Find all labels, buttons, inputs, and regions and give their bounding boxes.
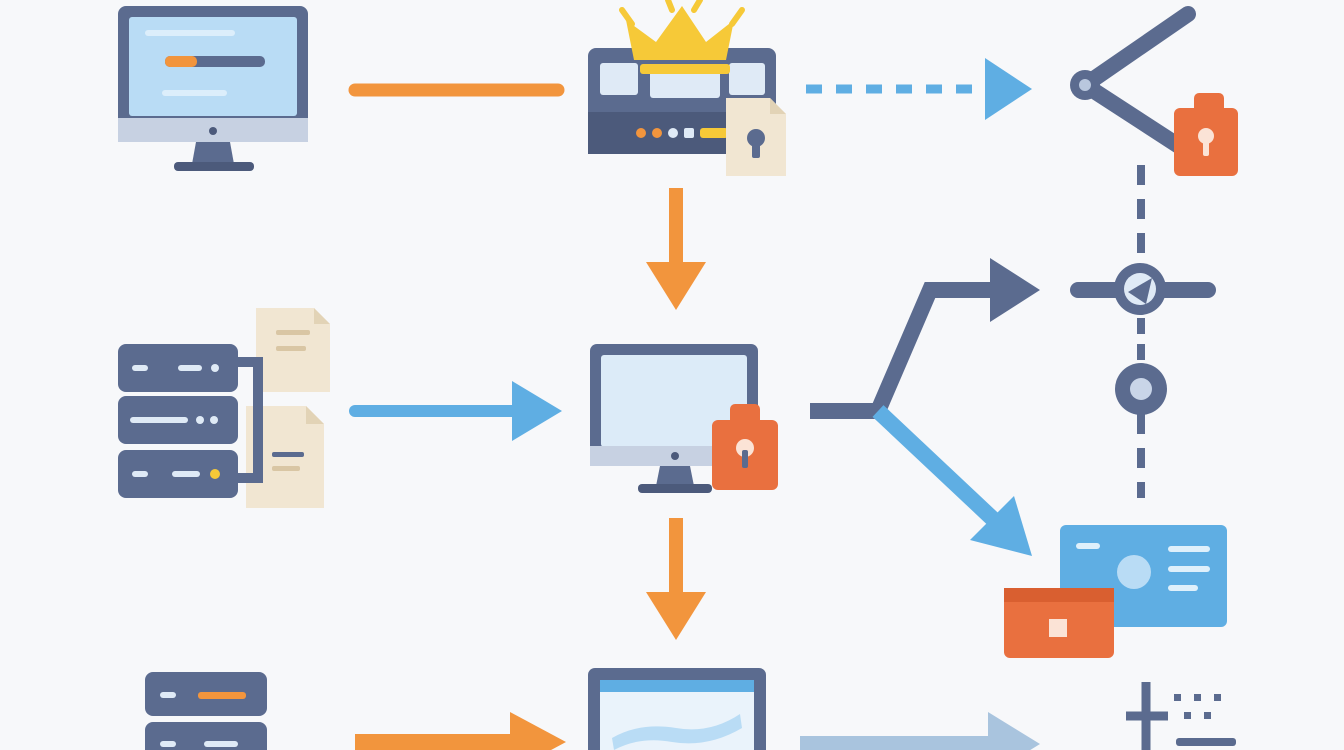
hub-node-icon bbox=[1070, 263, 1216, 315]
edge-browser-to-sparkle bbox=[800, 712, 1040, 750]
edge-small-server-to-browser bbox=[355, 712, 566, 750]
arrowhead bbox=[988, 712, 1040, 750]
arrowhead bbox=[990, 258, 1040, 322]
locked-monitor-icon bbox=[590, 344, 778, 493]
edge-workstation-to-browser bbox=[646, 518, 706, 640]
arrowhead bbox=[646, 262, 706, 310]
branch-node-icon bbox=[1070, 6, 1238, 176]
browser-window-icon bbox=[588, 668, 766, 750]
document-icon bbox=[256, 308, 330, 392]
arrowhead bbox=[512, 381, 562, 441]
edge-dashboard-to-workstation bbox=[646, 188, 706, 310]
sparkle-icon bbox=[1126, 682, 1236, 750]
relay-node-icon bbox=[1115, 363, 1167, 415]
document-icon bbox=[246, 406, 324, 508]
padlock-icon bbox=[1174, 93, 1238, 176]
edge-server-to-workstation bbox=[349, 381, 562, 441]
padlock-icon bbox=[712, 404, 778, 490]
crown-dashboard-icon bbox=[588, 0, 786, 176]
small-server-icon bbox=[145, 672, 267, 750]
arrowhead bbox=[510, 712, 566, 750]
crown-icon bbox=[619, 0, 745, 74]
edge-workstation-to-card bbox=[872, 405, 1032, 556]
edge-workstation-to-hub bbox=[810, 258, 1040, 419]
monitor-icon bbox=[118, 6, 308, 171]
server-rack-icon bbox=[118, 308, 330, 508]
arrowhead bbox=[970, 496, 1032, 556]
briefcase-icon bbox=[1004, 588, 1114, 658]
arrowhead bbox=[646, 592, 706, 640]
edge-dashboard-to-branch bbox=[806, 58, 1032, 120]
arrowhead bbox=[985, 58, 1032, 120]
locked-document-icon bbox=[726, 98, 786, 176]
id-card-icon bbox=[1004, 525, 1227, 658]
